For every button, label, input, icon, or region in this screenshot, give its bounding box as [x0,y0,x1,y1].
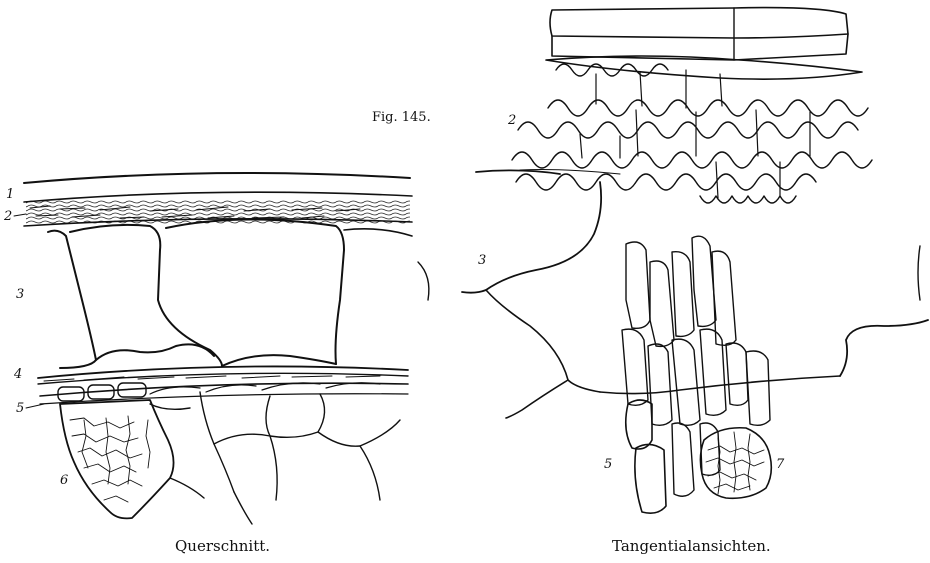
cross-label-3: 3 [16,287,24,302]
layer-1-cuticle [24,173,410,183]
tangential-label-7: 7 [776,457,785,472]
tangential-label-5: 5 [604,457,612,472]
tangential-elongated-cells [622,236,770,496]
cross-label-1: 1 [6,187,14,202]
tangential-stippled-cells [626,400,666,513]
tangential-wavy-cells [512,64,872,203]
tangential-reticulate-cluster [700,428,771,499]
tangential-label-3: 3 [478,253,486,268]
tangential-views-panel: 2 3 5 7 Tangentialansichten. [462,8,928,555]
cross-label-6: 6 [60,473,68,488]
layer-4-band [38,366,408,384]
figure-number: Fig. 145. [372,110,431,125]
tangential-views-caption: Tangentialansichten. [612,537,771,555]
tangential-label-2: 2 [507,113,516,128]
cross-label-4: 4 [13,367,22,382]
cross-section-caption: Querschnitt. [175,537,270,555]
layer-6-stippled-tissue [60,392,400,524]
cross-label-5: 5 [16,401,24,416]
cross-section-panel: 1 2 3 4 5 6 Querschnitt. [3,173,429,555]
cross-label-2: 2 [3,209,12,224]
layer-3-large-cells [48,219,429,368]
layer-5-cell-row [40,383,408,404]
tangential-top-cells [546,8,862,80]
